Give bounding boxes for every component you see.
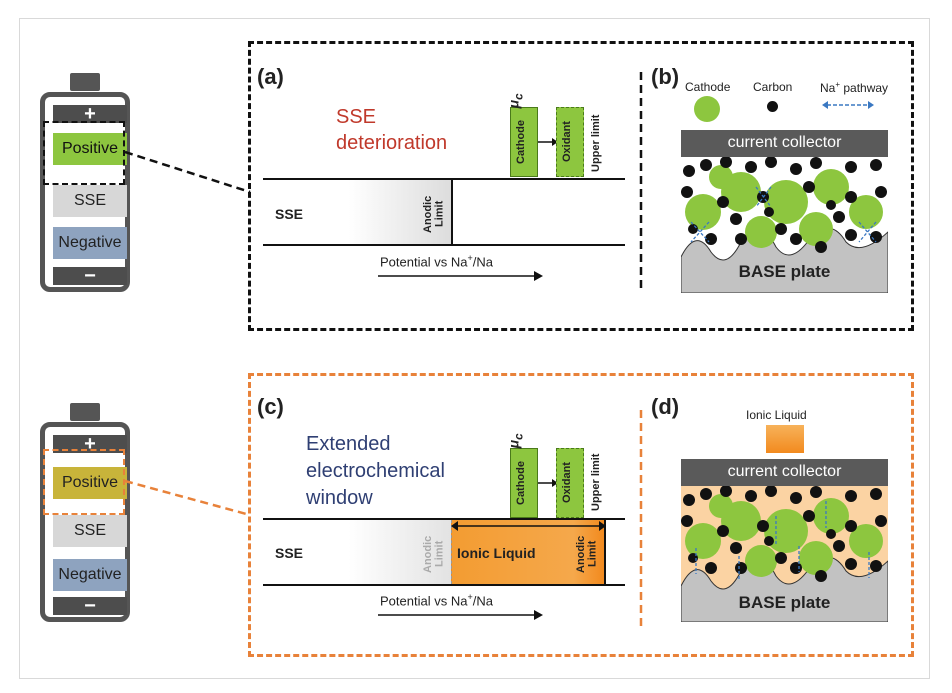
panel-a-top-line [263,178,625,180]
panel-a-mu-symbol: μ [505,99,522,109]
panel-a-cathode-box [510,107,538,177]
panel-b-legend-carbon-dot [767,101,778,112]
panel-b-legend-pathway: Na+ pathway [820,80,888,95]
panel-a-axis-label: Potential vs Na+/Na [380,253,493,269]
panel-a-title-line1: SSE [336,106,377,128]
panel-c-mu: μc [506,433,526,448]
panel-c-top-line [263,518,625,520]
panel-b-electrode-drawing [681,157,888,293]
panel-d-ionic-liquid-label: Ionic Liquid [746,408,807,422]
battery-bottom-plus: + [53,434,127,454]
panel-c-oxidant-box [556,448,584,518]
battery-top-highlight [43,121,125,185]
panel-a-upper-limit: Upper limit [590,114,602,172]
panel-c-axis-sup: + [467,592,473,602]
panel-b-collector-label: current collector [727,134,842,151]
panel-c-upper-limit: Upper limit [590,453,602,511]
panel-a-anodic-line [451,180,453,244]
panel-c-cathode-label: Cathode [515,461,527,505]
panel-b-collector [681,130,888,157]
panel-b-legend-pathway-sup: + [835,80,841,89]
panel-c-title-line2: electrochemical [306,460,445,482]
panel-a-cathode-label: Cathode [515,120,527,164]
panel-c-title-line1: Extended [306,433,391,455]
panel-c-cathode-box [510,448,538,518]
panel-c-anodic-limit-gray: Anodic Limit [422,535,446,573]
panel-d-label: (d) [651,394,680,419]
panel-a-label: (a) [257,64,284,89]
panel-a-bottom-line [263,244,625,246]
panel-a-title-line2: deterioration [336,132,448,154]
panel-a-cathode-arrow [538,138,558,146]
panel-b-legend-cathode: Cathode [685,80,731,94]
panel-a-axis-end: /Na [472,254,493,270]
battery-bottom-positive: Positive [53,467,127,499]
battery-top-minus: − [53,266,127,286]
panel-c-axis-text: Potential vs Na [380,593,468,609]
battery-top-sse: SSE [53,185,127,217]
panel-c-frame [248,373,914,657]
battery-top-terminal [70,73,100,91]
panel-b-base-label: BASE plate [738,262,831,281]
panel-b-legend-carbon: Carbon [753,80,793,94]
panel-a-oxidant-label: Oxidant [561,121,573,163]
panel-c-title-line3: window [306,487,373,509]
panel-c-ionic-liquid-label: Ionic Liquid [457,545,536,561]
battery-top-negative: Negative [53,227,127,259]
panel-c-axis-label: Potential vs Na+/Na [380,592,493,608]
panel-a-sse-gradient [263,180,453,244]
battery-bottom-highlight [43,449,125,515]
panel-c-mu-sub: c [512,433,526,440]
panel-a-anodic-limit: Anodic Limit [422,195,446,233]
panel-a-frame [248,41,914,331]
panel-c-anodic-limit: Anodic Limit [575,535,599,573]
panel-d-collector-label: current collector [727,463,842,480]
panel-a-axis-text: Potential vs Na [380,254,468,270]
panel-b-label: (b) [651,64,680,89]
panel-d-collector [681,459,888,486]
figure-frame [19,18,930,679]
panel-d-ionic-liquid-swatch [766,425,804,453]
panel-a-mu-sub: c [512,93,526,100]
panel-c-mu-symbol: μ [505,439,522,449]
panel-a-sse-label: SSE [275,206,304,222]
panel-a-mu: μc [506,93,526,108]
panel-c-sse-label: SSE [275,545,304,561]
panel-a-axis-arrow [378,271,543,281]
panel-c-ionic-liquid-region [451,520,606,584]
panel-d-electrode-drawing [681,486,888,622]
panel-c-sse-gradient [263,520,453,584]
panel-c-window-arrow [451,521,606,531]
panel-c-bottom-line [263,584,625,586]
battery-bottom-minus: − [53,596,127,616]
panel-b-legend-pathway-end: pathway [840,81,889,95]
panel-b-legend-cathode-circle [694,96,720,122]
panel-b-legend-pathway-text: Na [820,81,836,95]
battery-bottom-sse: SSE [53,515,127,547]
panel-a-oxidant-box [556,107,584,177]
battery-top: + Positive SSE Negative − [40,92,130,292]
battery-bottom-terminal [70,403,100,421]
panel-b-legend-pathway-arrow [822,101,874,109]
panel-c-axis-arrow [378,610,543,620]
panel-c-label: (c) [257,394,284,419]
panel-c-axis-end: /Na [472,593,493,609]
panel-a-axis-sup: + [467,253,473,263]
battery-bottom: + Positive SSE Negative − [40,422,130,622]
battery-top-positive: Positive [53,133,127,165]
battery-bottom-negative: Negative [53,559,127,591]
panel-c-cathode-arrow [538,479,558,487]
battery-top-plus: + [53,104,127,124]
panel-c-oxidant-label: Oxidant [561,462,573,504]
panel-d-base-label: BASE plate [738,593,831,612]
